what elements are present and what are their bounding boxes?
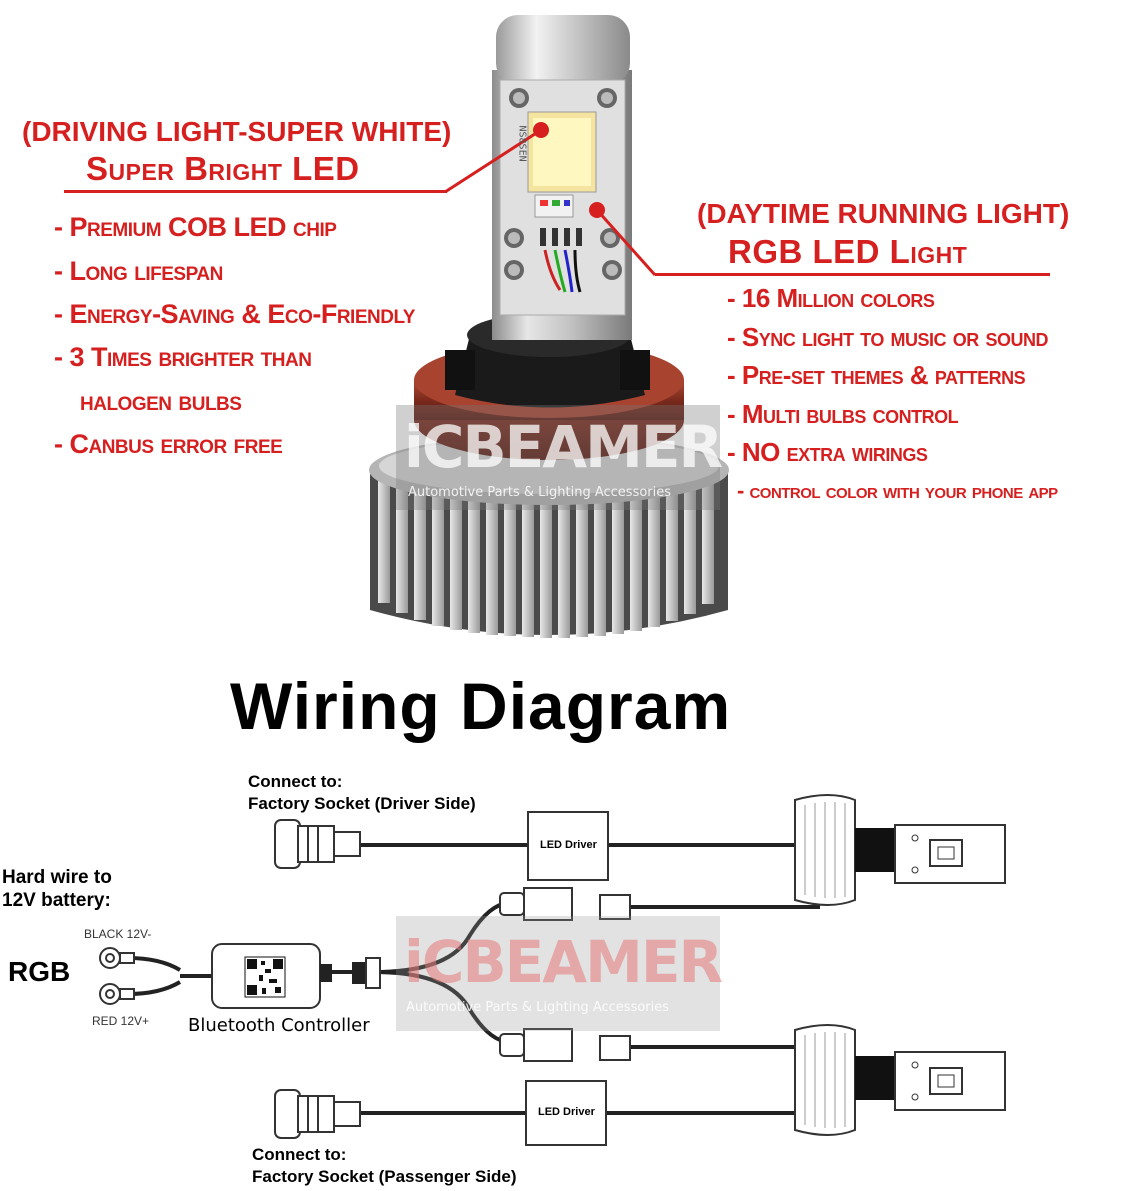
- rgb-connector-top: [499, 887, 631, 921]
- driver-socket-label: Factory Socket (Driver Side): [248, 794, 476, 813]
- heat-sink: [369, 435, 729, 638]
- rgb-label: RGB: [8, 956, 71, 987]
- bulb-top: [794, 794, 1006, 906]
- factory-plug-top: [274, 819, 361, 869]
- watermark-brand: iCBEAMER: [404, 928, 723, 996]
- drl-heading: (DAYTIME RUNNING LIGHT): [697, 198, 1070, 229]
- watermark-bottom: iCBEAMER Automotive Parts & Lighting Acc…: [396, 916, 723, 1031]
- feature-item: - 16 Million colors: [727, 283, 935, 313]
- led-driver-box-top: [527, 811, 609, 881]
- feature-item: - Canbus error free: [54, 429, 283, 459]
- led-driver-box-bottom: [525, 1080, 607, 1146]
- watermark-tagline: Automotive Parts & Lighting Accessories: [408, 485, 672, 500]
- passenger-socket-label: Factory Socket (Passenger Side): [252, 1167, 517, 1186]
- feature-item: - Multi bulbs control: [727, 399, 959, 429]
- left-heading-underline: [64, 190, 447, 193]
- rgb-connector-bottom: [499, 1028, 631, 1062]
- bulb-bottom: [794, 1024, 1006, 1136]
- watermark-top: iCBEAMER Automotive Parts & Lighting Acc…: [396, 405, 723, 510]
- callout-lines: [444, 122, 657, 276]
- rgb-led-heading: RGB LED Light: [728, 233, 968, 270]
- factory-plug-bottom: [274, 1089, 361, 1139]
- hard-wire-label: Hard wire to: [2, 867, 112, 888]
- wiring-diagram-title: Wiring Diagram: [230, 669, 732, 743]
- feature-item: - Sync light to music or sound: [727, 322, 1049, 352]
- battery-label: 12V battery:: [2, 890, 111, 911]
- led-driver-bottom-label: LED Driver: [538, 1106, 595, 1118]
- feature-item: - Premium COB LED chip: [54, 212, 337, 242]
- watermark-brand: iCBEAMER: [404, 413, 723, 481]
- feature-item: - Pre-set themes & patterns: [727, 360, 1026, 390]
- bulb-body: [492, 15, 632, 340]
- feature-item: - Long lifespan: [54, 256, 223, 286]
- driver-connect-label: Connect to:: [248, 772, 343, 791]
- battery-terminals: [99, 947, 135, 1005]
- feature-item: - Energy-Saving & Eco-Friendly: [54, 299, 415, 329]
- passenger-connect-label: Connect to:: [252, 1145, 347, 1164]
- driving-light-heading: (DRIVING LIGHT-SUPER WHITE): [22, 116, 452, 147]
- right-heading-underline: [655, 273, 1050, 276]
- feature-item: - NO extra wirings: [727, 437, 928, 467]
- bluetooth-controller: [211, 943, 381, 1009]
- black-wire-label: BLACK 12V-: [84, 927, 152, 941]
- feature-item: - 3 Times brighter than: [54, 342, 312, 372]
- led-driver-top-label: LED Driver: [540, 839, 597, 851]
- feature-item: - control color with your phone app: [737, 478, 1058, 503]
- feature-item: halogen bulbs: [80, 386, 242, 416]
- watermark-tagline: Automotive Parts & Lighting Accessories: [406, 1000, 670, 1015]
- red-wire-label: RED 12V+: [92, 1014, 150, 1028]
- bluetooth-controller-label: Bluetooth Controller: [188, 1015, 370, 1036]
- super-bright-led-heading: Super Bright LED: [86, 150, 360, 187]
